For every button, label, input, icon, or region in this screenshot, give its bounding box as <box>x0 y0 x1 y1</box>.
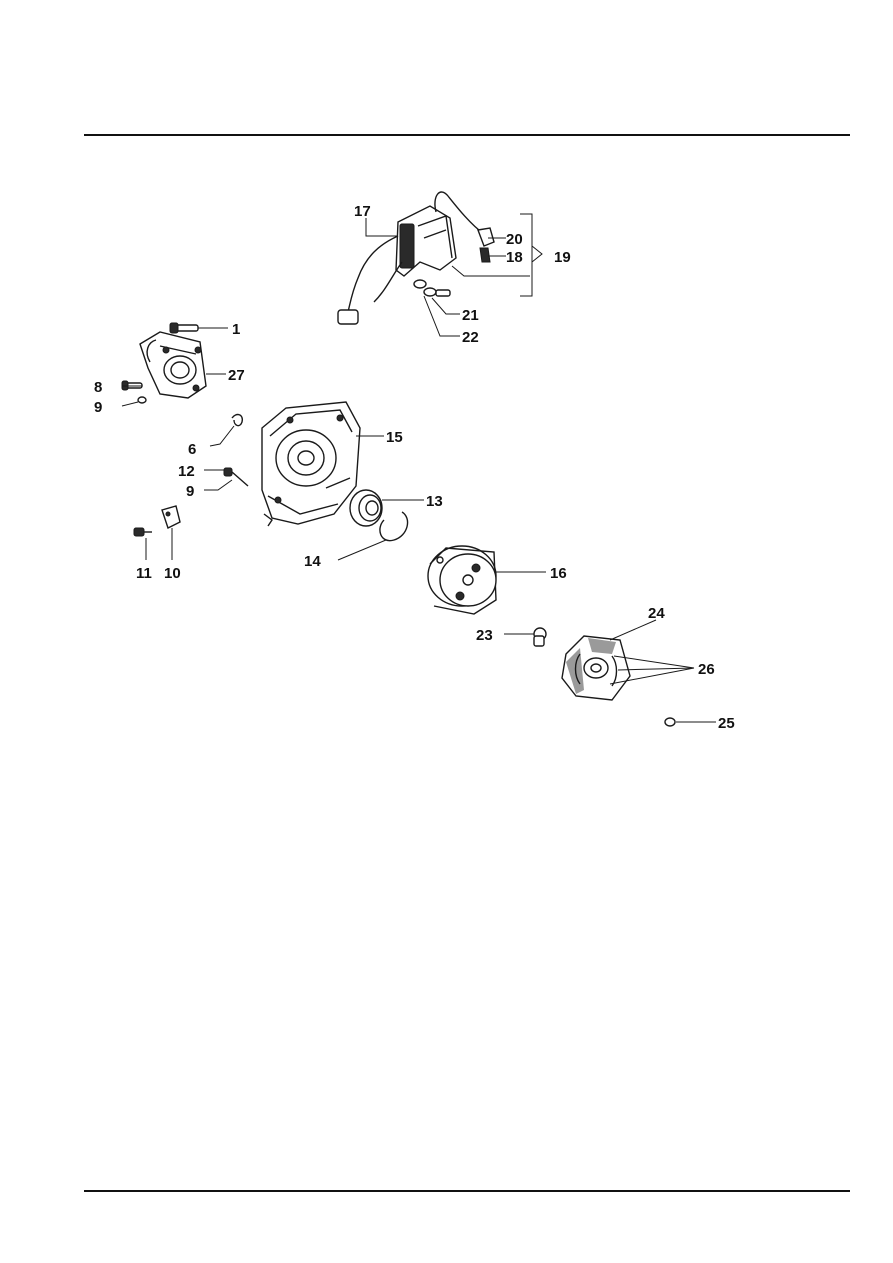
leader-coil-body <box>451 265 530 277</box>
bearing-housing-27 <box>139 331 207 399</box>
leader-26b <box>617 667 695 671</box>
callout-12: 12 <box>178 463 195 480</box>
leader-9a <box>121 401 139 407</box>
callout-14: 14 <box>304 553 321 570</box>
bracket-19 <box>520 213 533 297</box>
callout-23: 23 <box>476 627 493 644</box>
leader-14 <box>337 539 387 561</box>
screw-1 <box>169 322 199 334</box>
leader-21 <box>431 297 460 315</box>
callout-27: 27 <box>228 367 245 384</box>
screw-23 <box>533 627 547 647</box>
crankcase-15 <box>261 401 361 527</box>
bearing-13 <box>349 489 383 527</box>
callout-26: 26 <box>698 661 715 678</box>
clutch-drum-16 <box>427 545 497 615</box>
leader-26c <box>609 667 695 685</box>
callout-6: 6 <box>188 441 196 458</box>
bracket-10 <box>161 505 181 529</box>
callout-20: 20 <box>506 231 523 248</box>
circlip-14 <box>379 511 409 542</box>
bracket-19-tip <box>531 245 543 263</box>
clutch-assembly-24 <box>561 635 631 701</box>
callout-24: 24 <box>648 605 665 622</box>
washer-9 <box>137 396 147 404</box>
callout-11: 11 <box>136 565 152 582</box>
header-rule <box>84 134 850 136</box>
footer-rule <box>84 1190 850 1192</box>
callout-9-upper: 9 <box>94 399 102 416</box>
leader-6 <box>209 425 235 447</box>
leader-22 <box>423 295 460 337</box>
callout-1: 1 <box>232 321 240 338</box>
callout-15: 15 <box>386 429 403 446</box>
screw-11 <box>133 527 152 537</box>
ignition-coil-assembly <box>337 191 495 325</box>
callout-9-lower: 9 <box>186 483 194 500</box>
clip-6 <box>231 413 244 427</box>
screw-12 <box>223 467 249 487</box>
leader-9b <box>204 479 233 491</box>
leader-24 <box>609 619 657 641</box>
leader-26a <box>613 655 695 669</box>
callout-18: 18 <box>506 249 523 266</box>
callout-22: 22 <box>462 329 479 346</box>
callout-8: 8 <box>94 379 102 396</box>
callout-19: 19 <box>554 249 571 266</box>
callout-17: 17 <box>354 203 371 220</box>
leader-17 <box>365 218 398 237</box>
washer-25 <box>664 717 676 727</box>
callout-13: 13 <box>426 493 443 510</box>
callout-25: 25 <box>718 715 735 732</box>
callout-16: 16 <box>550 565 567 582</box>
callout-10: 10 <box>164 565 181 582</box>
callout-21: 21 <box>462 307 479 324</box>
